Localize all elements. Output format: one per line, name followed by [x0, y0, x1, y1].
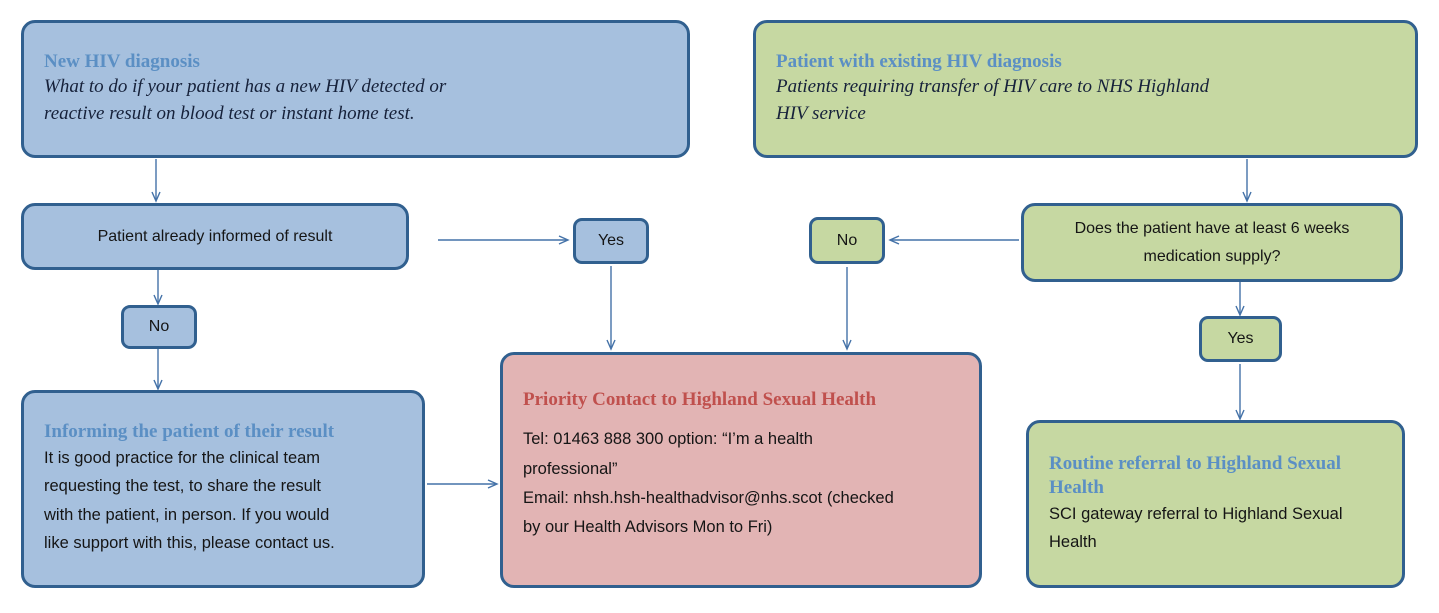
- priority-contact-title: Priority Contact to Highland Sexual Heal…: [523, 389, 877, 410]
- chip-yes-right[interactable]: Yes: [1199, 316, 1282, 362]
- priority-contact-line1: Tel: 01463 888 300 option: “I’m a health: [523, 430, 813, 449]
- existing-diagnosis-line1: Patients requiring transfer of HIV care …: [776, 76, 1210, 98]
- node-existing-hiv-diagnosis[interactable]: Patient with existing HIV diagnosis Pati…: [753, 20, 1418, 158]
- new-diagnosis-line2: reactive result on blood test or instant…: [44, 102, 415, 124]
- chip-yes-right-label: Yes: [1227, 330, 1254, 347]
- existing-diagnosis-line2: HIV service: [776, 102, 866, 124]
- node-informing-patient[interactable]: Informing the patient of their result It…: [21, 390, 425, 588]
- priority-contact-line3: Email: nhsh.hsh-healthadvisor@nhs.scot (…: [523, 489, 894, 508]
- new-diagnosis-title: New HIV diagnosis: [44, 51, 200, 73]
- chip-no-right-label: No: [836, 231, 858, 249]
- routine-referral-title-line2: Health: [1049, 476, 1104, 498]
- chip-no-left[interactable]: No: [121, 305, 197, 349]
- chip-no-left-label: No: [148, 318, 170, 335]
- informing-patient-line1: It is good practice for the clinical tea…: [44, 448, 321, 467]
- chip-yes-left-label: Yes: [597, 232, 625, 249]
- routine-referral-line2: Health: [1049, 533, 1097, 552]
- already-informed-text: Patient already informed of result: [97, 227, 333, 245]
- routine-referral-line1: SCI gateway referral to Highland Sexual: [1049, 505, 1343, 524]
- priority-contact-line4: by our Health Advisors Mon to Fri): [523, 518, 773, 537]
- node-priority-contact[interactable]: Priority Contact to Highland Sexual Heal…: [500, 352, 982, 588]
- node-patient-already-informed[interactable]: Patient already informed of result: [21, 203, 409, 270]
- medication-supply-line1: Does the patient have at least 6 weeks: [1074, 219, 1350, 237]
- informing-patient-line3: with the patient, in person. If you woul…: [44, 505, 330, 524]
- chip-no-right[interactable]: No: [809, 217, 885, 264]
- informing-patient-title: Informing the patient of their result: [44, 420, 335, 442]
- existing-diagnosis-title: Patient with existing HIV diagnosis: [776, 51, 1062, 73]
- new-diagnosis-line1: What to do if your patient has a new HIV…: [44, 76, 447, 98]
- routine-referral-title-line1: Routine referral to Highland Sexual: [1049, 453, 1342, 475]
- node-routine-referral[interactable]: Routine referral to Highland Sexual Heal…: [1026, 420, 1405, 588]
- medication-supply-line2: medication supply?: [1143, 247, 1281, 265]
- priority-contact-line2: professional”: [523, 459, 618, 478]
- informing-patient-line4: like support with this, please contact u…: [44, 534, 335, 553]
- chip-yes-left[interactable]: Yes: [573, 218, 649, 264]
- node-medication-supply[interactable]: Does the patient have at least 6 weeks m…: [1021, 203, 1403, 282]
- priority-contact-spacer: [523, 412, 959, 425]
- node-new-hiv-diagnosis[interactable]: New HIV diagnosis What to do if your pat…: [21, 20, 690, 158]
- informing-patient-line2: requesting the test, to share the result: [44, 477, 321, 496]
